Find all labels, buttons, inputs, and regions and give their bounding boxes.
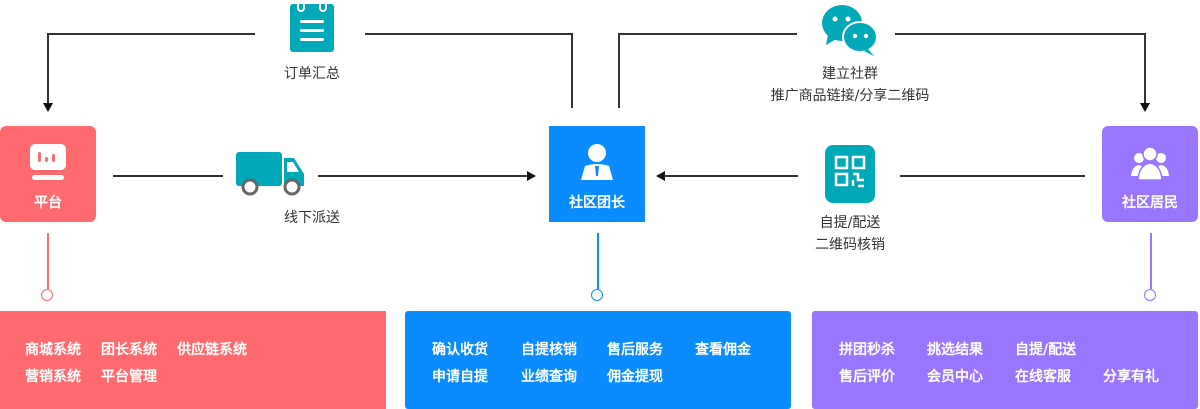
feature-item[interactable]: 营销系统 xyxy=(25,369,81,385)
platform-features-panel: 商城系统 团长系统 供应链系统 营销系统 平台管理 xyxy=(0,311,386,409)
build-group-line2: 推广商品链接/分享二维码 xyxy=(770,88,930,104)
feature-item[interactable]: 商城系统 xyxy=(25,342,81,358)
feature-item[interactable]: 分享有礼 xyxy=(1103,369,1159,385)
feature-item[interactable]: 自提/配送 xyxy=(1015,342,1077,358)
leader-node[interactable]: 社区团长 xyxy=(549,126,645,222)
feature-item[interactable]: 拼团秒杀 xyxy=(839,342,895,358)
resident-connector xyxy=(1150,233,1152,289)
arrow-down-icon xyxy=(43,103,53,112)
resident-dot xyxy=(1144,289,1156,301)
platform-node[interactable]: 平台 xyxy=(0,126,96,222)
feature-item[interactable]: 平台管理 xyxy=(101,369,157,385)
resident-label: 社区居民 xyxy=(1122,195,1178,211)
leader-features-panel: 确认收货 自提核销 售后服务 查看佣金 申请自提 业绩查询 佣金提现 xyxy=(405,311,791,409)
person-icon xyxy=(581,144,613,180)
notepad-icon xyxy=(290,0,334,52)
connector-line xyxy=(1144,33,1146,105)
pickup-line1: 自提/配送 xyxy=(819,215,881,231)
connector-line xyxy=(664,175,798,177)
wechat-icon xyxy=(822,5,878,56)
feature-item[interactable]: 团长系统 xyxy=(101,342,157,358)
feature-item[interactable]: 在线客服 xyxy=(1015,369,1071,385)
pickup-line2: 二维码核销 xyxy=(815,237,885,253)
feature-item[interactable]: 售后评价 xyxy=(839,369,895,385)
arrow-right-icon xyxy=(527,171,536,181)
resident-features-panel: 拼团秒杀 挑选结果 自提/配送 售后评价 会员中心 在线客服 分享有礼 xyxy=(812,311,1198,409)
connector-line xyxy=(47,33,255,35)
feature-item[interactable]: 确认收货 xyxy=(432,342,488,358)
connector-line xyxy=(618,33,797,35)
build-group-label: 建立社群 推广商品链接/分享二维码 xyxy=(770,63,930,107)
connector-line xyxy=(47,33,49,105)
arrow-left-icon xyxy=(656,171,665,181)
connector-line xyxy=(900,175,1085,177)
resident-node[interactable]: 社区居民 xyxy=(1102,126,1198,222)
leader-connector xyxy=(597,233,599,289)
platform-dot xyxy=(41,289,53,301)
platform-connector xyxy=(47,233,49,289)
qrcode-icon xyxy=(825,145,875,203)
truck-icon xyxy=(236,152,304,196)
pickup-label: 自提/配送 二维码核销 xyxy=(800,212,900,256)
platform-label: 平台 xyxy=(34,195,62,211)
feature-item[interactable]: 售后服务 xyxy=(607,342,663,358)
connector-line xyxy=(571,33,573,108)
feature-item[interactable]: 会员中心 xyxy=(927,369,983,385)
connector-line xyxy=(113,175,223,177)
order-summary-label: 订单汇总 xyxy=(284,66,340,82)
leader-dot xyxy=(591,289,603,301)
build-group-line1: 建立社群 xyxy=(822,66,878,82)
feature-item[interactable]: 挑选结果 xyxy=(927,342,983,358)
feature-item[interactable]: 供应链系统 xyxy=(177,342,247,358)
arrow-down-icon xyxy=(1140,103,1150,112)
leader-label: 社区团长 xyxy=(569,195,625,211)
connector-line xyxy=(895,33,1145,35)
feature-item[interactable]: 业绩查询 xyxy=(521,369,577,385)
feature-item[interactable]: 自提核销 xyxy=(521,342,577,358)
group-icon xyxy=(1131,146,1169,181)
offline-delivery-label: 线下派送 xyxy=(284,210,340,226)
dashboard-icon xyxy=(30,144,66,180)
connector-line xyxy=(618,33,620,108)
feature-item[interactable]: 查看佣金 xyxy=(695,342,751,358)
feature-item[interactable]: 佣金提现 xyxy=(607,369,663,385)
connector-line xyxy=(365,33,572,35)
connector-line xyxy=(318,175,530,177)
feature-item[interactable]: 申请自提 xyxy=(432,369,488,385)
